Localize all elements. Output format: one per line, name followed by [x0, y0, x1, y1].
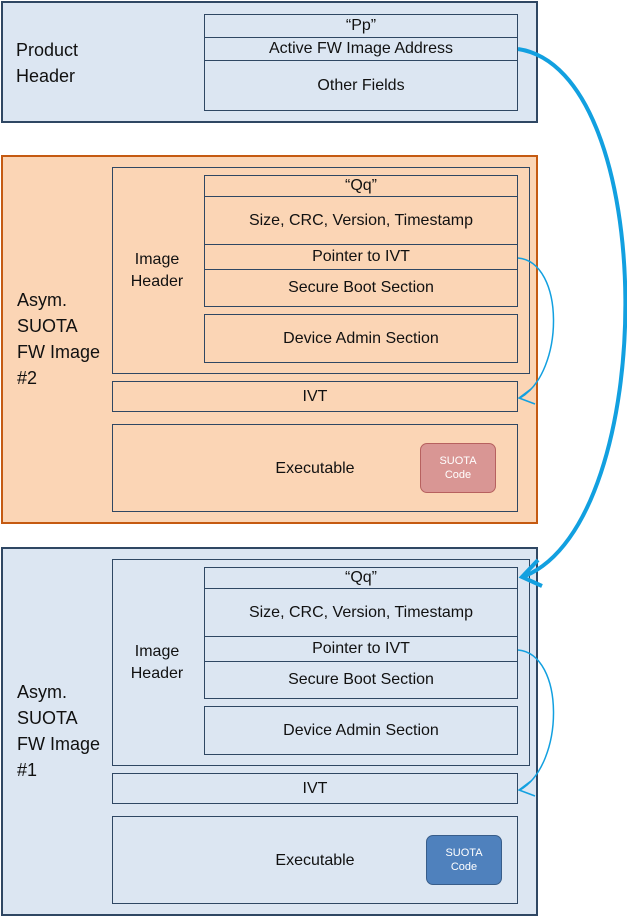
active-fw-image-address-field: Active FW Image Address: [204, 37, 518, 61]
executable-label: Executable: [275, 460, 355, 477]
size-crc-version-timestamp-field: Size, CRC, Version, Timestamp: [204, 196, 518, 245]
pointer-to-ivt-field: Pointer to IVT: [204, 636, 518, 662]
ivt-field: IVT: [112, 381, 518, 412]
image-header-1-label: Image Header: [122, 641, 192, 685]
image-header-1-label-line: Image: [134, 643, 180, 660]
pointer-to-ivt-field: Pointer to IVT: [204, 244, 518, 270]
product-header-label-text: Product Header: [16, 40, 79, 86]
fw-image-2-label: Asym. SUOTA FW Image #2: [17, 287, 117, 391]
image-header-2-label-line: Header: [130, 273, 184, 290]
qq-field: “Qq”: [204, 567, 518, 589]
suota-code-badge-line: SUOTA: [439, 455, 477, 467]
executable-label: Executable: [275, 852, 355, 869]
fw-image-1-label-line: Asym.: [17, 682, 68, 702]
device-admin-section-field: Device Admin Section: [204, 706, 518, 755]
suota-code-badge-line: Code: [444, 469, 472, 481]
device-admin-section-field: Device Admin Section: [204, 314, 518, 363]
secure-boot-section-field: Secure Boot Section: [204, 269, 518, 307]
image-header-2-label: Image Header: [122, 249, 192, 293]
image-header-1-label-line: Header: [130, 665, 184, 682]
pp-field: “Pp”: [204, 14, 518, 38]
suota-code-badge: SUOTA Code: [426, 835, 502, 885]
fw-image-2-label-line: FW Image: [17, 342, 101, 362]
ivt-field: IVT: [112, 773, 518, 804]
fw-image-2-label-line: #2: [17, 368, 38, 388]
fw-image-1-label: Asym. SUOTA FW Image #1: [17, 679, 117, 783]
product-header-label: Product Header: [16, 37, 126, 89]
fw-image-2-label-line: Asym.: [17, 290, 68, 310]
suota-code-badge-line: SUOTA: [445, 847, 483, 859]
secure-boot-section-field: Secure Boot Section: [204, 661, 518, 699]
qq-field: “Qq”: [204, 175, 518, 197]
suota-code-badge-line: Code: [450, 861, 478, 873]
image-header-2-label-line: Image: [134, 251, 180, 268]
other-fields-field: Other Fields: [204, 60, 518, 111]
suota-code-badge: SUOTA Code: [420, 443, 496, 493]
fw-image-1-label-line: #1: [17, 760, 38, 780]
fw-image-1-label-line: SUOTA: [17, 708, 78, 728]
fw-image-1-label-line: FW Image: [17, 734, 101, 754]
size-crc-version-timestamp-field: Size, CRC, Version, Timestamp: [204, 588, 518, 637]
fw-image-2-label-line: SUOTA: [17, 316, 78, 336]
